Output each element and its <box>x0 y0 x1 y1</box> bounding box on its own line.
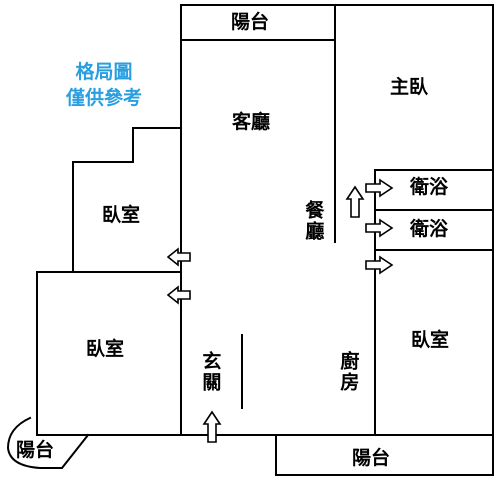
label-bedroom-upper-left: 臥室 <box>102 204 141 226</box>
label-dining-room: 餐廳 <box>302 200 325 242</box>
wall-bedroom-upper <box>72 127 182 273</box>
walls <box>6 4 494 476</box>
label-master-bedroom: 主臥 <box>390 76 429 98</box>
layout-note: 格局圖 僅供參考 <box>66 60 142 111</box>
label-bedroom-lower-left: 臥室 <box>86 338 125 360</box>
wall-bedroom-lower <box>36 271 182 436</box>
label-kitchen: 廚房 <box>337 351 360 393</box>
label-living-room: 客廳 <box>232 111 271 133</box>
wall-balcony-bottom-right <box>275 434 494 476</box>
wall-master-outer <box>334 4 494 476</box>
door-arrow-bedroom-lower-icon <box>166 285 191 305</box>
label-balcony-top: 陽台 <box>231 11 270 33</box>
door-arrow-bedroom-right-icon <box>365 255 394 275</box>
label-bedroom-right: 臥室 <box>411 329 450 351</box>
label-entrance: 玄關 <box>199 351 222 393</box>
label-bathroom-2: 衛浴 <box>410 218 449 240</box>
door-arrow-bath2-icon <box>365 218 394 238</box>
label-balcony-bottom-left: 陽台 <box>16 439 55 461</box>
door-arrows <box>166 178 394 443</box>
label-bathroom-1: 衛浴 <box>410 176 449 198</box>
wall-balcony-bottom-left <box>6 416 90 469</box>
door-arrow-bath1-icon <box>365 178 394 198</box>
door-arrow-entrance-icon <box>202 410 222 443</box>
label-balcony-bottom-right: 陽台 <box>352 447 391 469</box>
door-arrow-master-icon <box>345 185 365 218</box>
note-line-1: 格局圖 <box>75 61 133 83</box>
door-arrow-bedroom-upper-icon <box>166 247 191 267</box>
note-line-2: 僅供參考 <box>66 86 143 109</box>
